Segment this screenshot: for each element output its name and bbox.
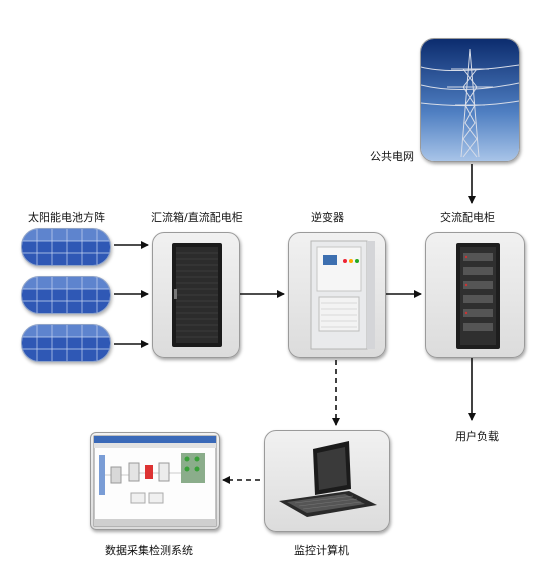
solar-panel-1	[21, 228, 111, 266]
solar-panel-2	[21, 276, 111, 314]
grid-tower-image	[420, 38, 520, 162]
ac-cabinet-box	[425, 232, 525, 358]
inverter-box	[288, 232, 386, 358]
monitor-computer-box	[264, 430, 390, 532]
ac-cabinet-label: 交流配电柜	[440, 211, 495, 224]
user-load-label: 用户负载	[455, 430, 499, 443]
solar-panel-3	[21, 324, 111, 362]
solar-array-label: 太阳能电池方阵	[28, 211, 105, 224]
data-system-screen	[90, 432, 220, 530]
inverter-label: 逆变器	[311, 211, 344, 224]
data-system-label: 数据采集检测系统	[105, 544, 193, 557]
grid-label: 公共电网	[370, 150, 414, 163]
combiner-label: 汇流箱/直流配电柜	[151, 211, 243, 224]
combiner-cabinet-box	[152, 232, 240, 358]
monitor-pc-label: 监控计算机	[294, 544, 349, 557]
